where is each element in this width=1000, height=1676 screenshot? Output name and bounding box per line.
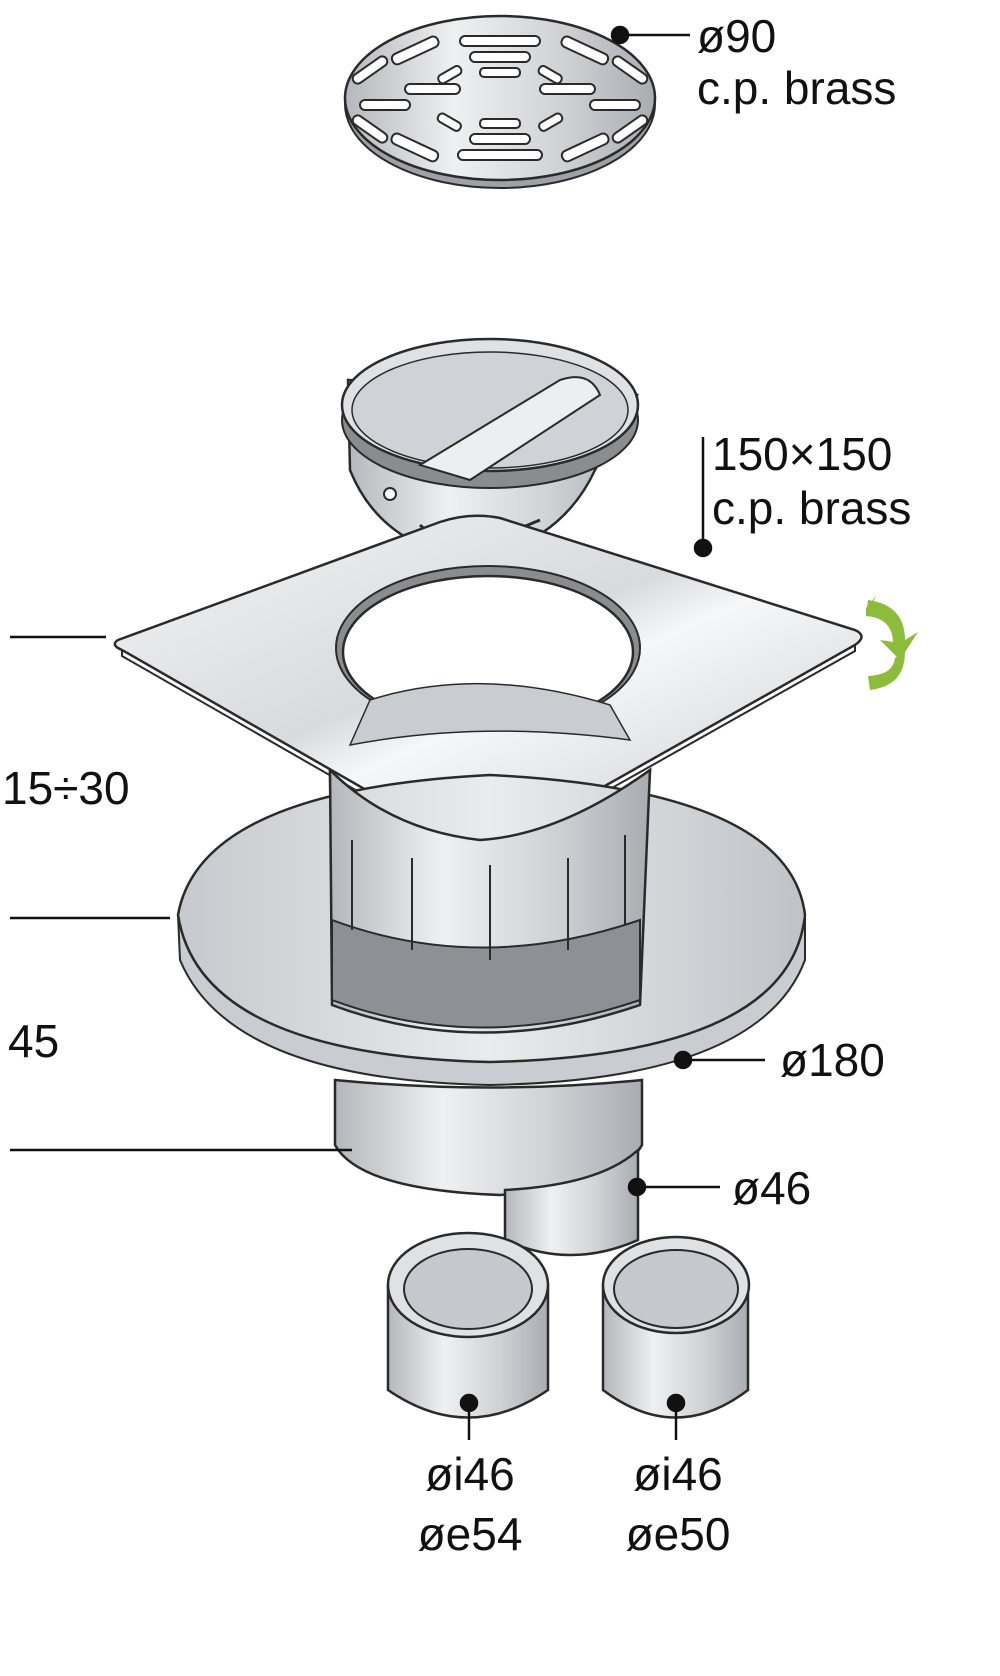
adapter-left-inner-label: øi46 xyxy=(425,1448,515,1500)
adapter-left-outer-label: øe54 xyxy=(417,1508,523,1560)
adjust-range-label: 15÷30 xyxy=(2,762,130,814)
trap-insert xyxy=(340,337,640,562)
grate xyxy=(343,14,657,189)
flange-diameter-label: ø180 xyxy=(780,1034,885,1086)
adapter-right-outer-label: øe50 xyxy=(625,1508,731,1560)
body-height-label: 45 xyxy=(8,1015,60,1067)
grate-slots xyxy=(351,35,649,163)
adapter-right-inner-label: øi46 xyxy=(633,1448,723,1500)
rotate-arrows-icon xyxy=(866,596,918,690)
plate-material-label: c.p. brass xyxy=(712,482,912,534)
outlet-diameter-label: ø46 xyxy=(732,1162,812,1214)
leader-lines xyxy=(10,25,765,1440)
grate-material-label: c.p. brass xyxy=(697,62,897,114)
base-flange xyxy=(176,766,807,1087)
adapter-right xyxy=(601,1235,751,1419)
drain-body xyxy=(333,1078,644,1257)
adapter-left xyxy=(386,1231,550,1419)
plate-size-label: 150×150 xyxy=(712,428,893,480)
grate-diameter-label: ø90 xyxy=(697,10,777,62)
